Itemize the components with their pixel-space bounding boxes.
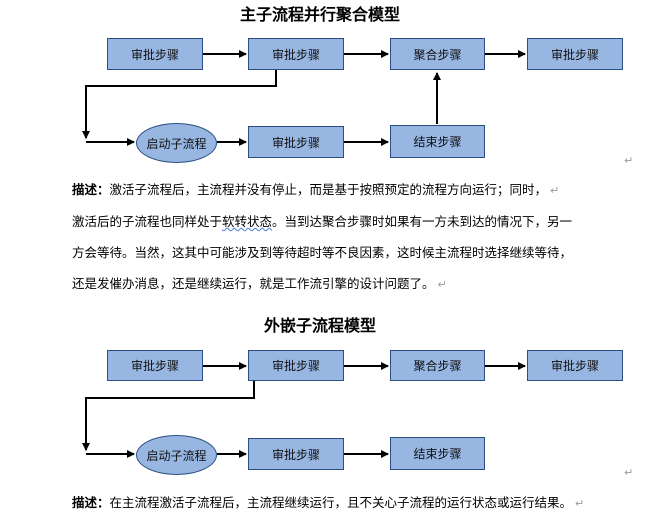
diagram1-end-step: 结束步骤 bbox=[390, 125, 485, 158]
diagram1-sub-approval-step: 审批步骤 bbox=[248, 126, 344, 158]
description-2-text: 在主流程激活子流程后，主流程继续运行，且不关心子流程的运行状态或运行结果。 bbox=[109, 495, 573, 510]
description-1-line-3: 方会等待。当然，这其中可能涉及到等待超时等不良因素，这时候主流程时选择继续等待， bbox=[72, 245, 573, 260]
description-1-line-2-start: 激活后的子流程也同样处于 bbox=[72, 214, 223, 229]
diagram2-start-subprocess: 启动子流程 bbox=[136, 435, 217, 475]
diagram2-merge-step: 聚合步骤 bbox=[390, 350, 485, 381]
paragraph-mark: ↵ bbox=[575, 497, 585, 510]
diagram1-merge-step: 聚合步骤 bbox=[390, 38, 485, 70]
description-1-line-2-end: 。当到达聚合步骤时如果有一方未到达的情况下，另一 bbox=[272, 214, 573, 229]
diagram1-start-subprocess: 启动子流程 bbox=[136, 123, 217, 163]
diagram1-approval-step-4: 审批步骤 bbox=[527, 38, 623, 70]
description-1-line-1: 激活子流程后，主流程并没有停止，而是基于按照预定的流程方向运行；同时， bbox=[109, 182, 548, 197]
paragraph-mark: ↵ bbox=[437, 278, 447, 291]
arrow-d1-branch bbox=[82, 70, 277, 139]
description-1: 描述：激活子流程后，主流程并没有停止，而是基于按照预定的流程方向运行；同时，↵ … bbox=[72, 174, 632, 300]
diagram2-end-step: 结束步骤 bbox=[390, 437, 485, 470]
description-2-label: 描述： bbox=[72, 495, 110, 510]
description-2: 描述：在主流程激活子流程后，主流程继续运行，且不关心子流程的运行状态或运行结果。… bbox=[72, 487, 632, 519]
paragraph-mark: ↵ bbox=[624, 466, 634, 479]
diagram2-approval-step-4: 审批步骤 bbox=[527, 350, 623, 381]
diagram1-title: 主子流程并行聚合模型 bbox=[239, 5, 400, 24]
diagram1-approval-step-1: 审批步骤 bbox=[107, 38, 203, 70]
diagram1-approval-step-2: 审批步骤 bbox=[248, 38, 344, 70]
diagram2-approval-step-2: 审批步骤 bbox=[248, 350, 344, 381]
diagram2-approval-step-1: 审批步骤 bbox=[107, 350, 203, 381]
description-1-label: 描述： bbox=[72, 182, 110, 197]
description-1-line-4: 还是发催办消息，还是继续运行，就是工作流引擎的设计问题了。 bbox=[72, 276, 435, 291]
diagram2-title: 外嵌子流程模型 bbox=[263, 316, 376, 335]
diagram2-sub-approval-step: 审批步骤 bbox=[248, 438, 344, 470]
arrow-d2-branch bbox=[82, 381, 255, 451]
paragraph-mark: ↵ bbox=[624, 154, 634, 167]
description-1-flagged-word: 软转状态 bbox=[222, 214, 273, 229]
paragraph-mark: ↵ bbox=[550, 184, 560, 197]
